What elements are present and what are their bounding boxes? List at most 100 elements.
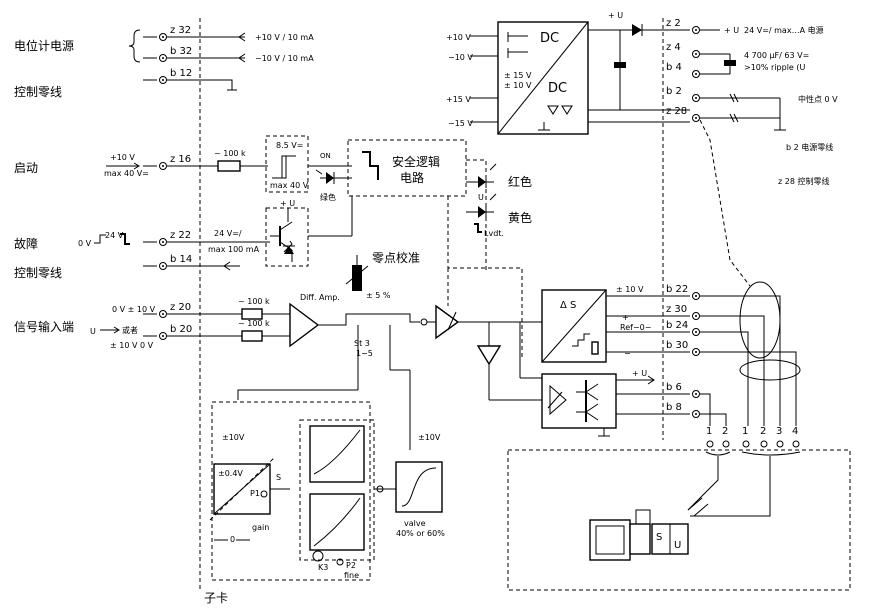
label-ctrl-zero-2: 控制零线 (14, 266, 62, 280)
svg-text:+ U: + U (280, 199, 295, 208)
threshold-box (265, 135, 309, 193)
svg-text:+10 V: +10 V (110, 153, 135, 162)
svg-text:DC: DC (540, 31, 559, 46)
safety-logic-title-2: 电路 (400, 170, 424, 185)
svg-text:z 22: z 22 (170, 230, 191, 241)
pin-rb8: b 8 (616, 402, 727, 426)
svg-text:24 V=/ max…A 电源: 24 V=/ max…A 电源 (744, 25, 824, 35)
valve-connector-numbers: 1 2 1 2 3 4 (705, 426, 801, 456)
svg-text:b 12: b 12 (170, 68, 192, 79)
svg-text:+10 V / 10 mA: +10 V / 10 mA (255, 33, 314, 42)
svg-text:绿色: 绿色 (320, 192, 336, 202)
svg-text:z 4: z 4 (666, 42, 681, 53)
svg-text:1: 1 (706, 426, 712, 437)
svg-text:−10 V / 10 mA: −10 V / 10 mA (255, 54, 314, 63)
schmitt-trigger-icon (272, 155, 292, 179)
label-ctrl-zero-1: 控制零线 (14, 85, 62, 99)
svg-text:b 4: b 4 (666, 62, 682, 73)
pin-rz28: z 28 (666, 98, 786, 131)
pin-rb2: b 2 中性点 0 V (666, 86, 838, 104)
svg-text:Ref−0−: Ref−0− (620, 323, 651, 332)
svg-text:z 30: z 30 (666, 304, 687, 315)
zero-adjust-pot-icon (345, 255, 369, 291)
svg-text:子卡: 子卡 (204, 591, 228, 605)
svg-text:Δ S: Δ S (560, 300, 576, 311)
svg-text:z 32: z 32 (170, 25, 191, 36)
svg-text:~ 100 k: ~ 100 k (238, 319, 270, 328)
curve-block-1 (309, 425, 365, 483)
svg-text:U: U (90, 327, 96, 336)
svg-text:max 40 V=: max 40 V= (104, 169, 149, 178)
safety-logic-title-1: 安全逻辑 (392, 154, 440, 169)
svg-text:±10V: ±10V (222, 433, 245, 442)
svg-text:24 V=/: 24 V=/ (214, 229, 242, 238)
svg-text:z 20: z 20 (170, 302, 191, 313)
svg-text:b 32: b 32 (170, 46, 192, 57)
safety-logic-box (347, 139, 467, 197)
svg-text:St 3: St 3 (354, 339, 370, 348)
label-pot-supply: 电位计电源 (14, 38, 74, 53)
pin-z22: 0 V 24 V z 22 24 V=/ max 100 mA (78, 229, 270, 254)
svg-text:24 V: 24 V (105, 231, 124, 240)
fine-pot-icon (336, 558, 344, 566)
svg-text:+: + (622, 313, 629, 322)
svg-text:gain: gain (252, 523, 269, 532)
pin-z20: 0 V ± 10 V z 20 ~ 100 k (112, 297, 290, 320)
svg-text:−15 V: −15 V (448, 119, 473, 128)
svg-text:b 22: b 22 (666, 284, 688, 295)
output-driver-box (265, 207, 309, 267)
pin-rb24: Ref−0− b 24 (606, 320, 749, 426)
rectifier-diodes-icon (547, 105, 573, 115)
pin-rz2: z 2 + U 24 V=/ max…A 电源 (666, 18, 824, 35)
label-fault: 故障 (14, 236, 38, 251)
output-amp-icon (549, 384, 567, 416)
pin-b32: b 32 −10 V / 10 mA (143, 46, 314, 63)
yellow-led-icon (466, 193, 497, 218)
svg-text:b 8: b 8 (666, 402, 682, 413)
svg-text:±10V: ±10V (418, 433, 441, 442)
svg-text:DC: DC (548, 81, 567, 96)
green-led-icon (315, 169, 340, 184)
characteristic-module (299, 419, 375, 561)
svg-text:8.5 V=: 8.5 V= (276, 141, 303, 150)
pin-b12: b 12 (143, 68, 237, 91)
pin-z32: z 32 +10 V / 10 mA (143, 25, 314, 42)
svg-text:40% or 60%: 40% or 60% (396, 529, 445, 538)
svg-text:± 5 %: ± 5 % (366, 291, 391, 300)
svg-text:max 40 V: max 40 V (270, 181, 309, 190)
svg-text:+15 V: +15 V (446, 95, 471, 104)
label-signal-input: 信号输入端 (14, 319, 74, 334)
svg-text:~ 100 k: ~ 100 k (214, 149, 246, 158)
svg-text:或者: 或者 (122, 325, 138, 335)
pin-rb6: b 6 (616, 382, 711, 426)
output-stage-box (541, 373, 617, 429)
gain-pot-icon (260, 490, 268, 498)
svg-text:2: 2 (722, 426, 728, 437)
svg-text:z 28: z 28 (666, 106, 687, 117)
svg-text:零点校准: 零点校准 (372, 250, 420, 265)
pin-rb22: ± 10 V b 22 (606, 284, 781, 426)
svg-text:+10 V: +10 V (446, 33, 471, 42)
svg-text:−: − (624, 349, 631, 358)
svg-text:K3: K3 (318, 563, 328, 572)
pin-rb4: b 4 >10% ripple (U (666, 62, 806, 78)
supply-capacitor-icon (614, 62, 626, 68)
svg-text:± 10 V: ± 10 V (504, 81, 532, 90)
pin-rz4: z 4 4 700 μF/ 63 V= (666, 42, 809, 60)
pin-rz30: + z 30 (606, 304, 765, 426)
svg-text:+ U: + U (724, 26, 739, 35)
proportional-valve-icon: S U (589, 497, 709, 561)
cable-shield-ellipse (739, 281, 781, 359)
brace (128, 29, 141, 63)
svg-text:0: 0 (230, 535, 235, 544)
svg-text:b 14: b 14 (170, 254, 192, 265)
svg-text:+ U: + U (608, 11, 623, 20)
svg-text:黄色: 黄色 (508, 211, 532, 225)
svg-text:b 2: b 2 (666, 86, 682, 97)
svg-text:Lvdt.: Lvdt. (484, 229, 504, 238)
logic-step-icon (362, 151, 379, 180)
svg-text:b 2 电源零线: b 2 电源零线 (786, 142, 833, 152)
zener-diode-icon (283, 245, 295, 254)
svg-text:P2: P2 (346, 561, 356, 570)
